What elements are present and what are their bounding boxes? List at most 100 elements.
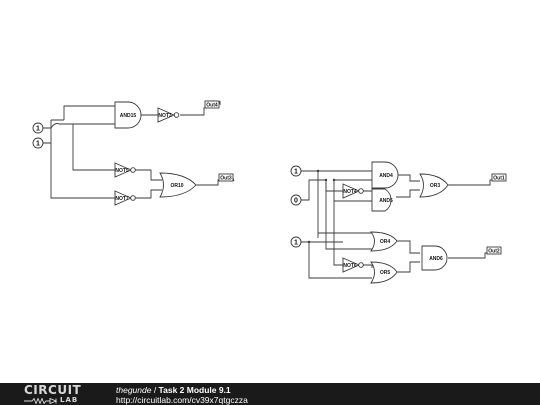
input-value: 0 [294,198,298,205]
not-gate-icon [114,162,133,178]
gate-label: NOT4 [343,189,357,195]
gate-label: NOT6 [343,263,357,269]
not-gate-icon [342,183,361,199]
and-gate-icon [421,245,448,271]
wire [196,179,221,186]
wire [448,252,488,259]
gate-label: OR10 [170,183,183,189]
not-gate-icon [342,257,361,273]
wire [448,179,493,186]
wire [325,180,372,250]
input-source-2[interactable]: 1 [32,137,44,149]
circuit-title[interactable]: Task 2 Module 9.1 [158,385,231,395]
output-probe-out4[interactable]: Out4 [204,100,221,109]
footer-bar: CIRCUIT LAB thegunde / Task 2 Module 9.1… [0,383,540,405]
output-probe-out3[interactable]: Out3 [218,173,235,182]
or-gate-or3[interactable]: OR3 [419,173,449,198]
inverter-bubble-icon [358,188,364,194]
resistor-icon [24,398,58,404]
not-gate-not6[interactable]: NOT6 [342,257,364,273]
or-gate-icon [370,231,398,252]
or-gate-icon [419,173,449,198]
gate-label: OR4 [380,239,391,245]
wire [301,241,372,279]
output-probe-out1[interactable]: Out1 [491,173,507,182]
input-value: 1 [294,240,298,247]
not-gate-not3[interactable]: NOT3 [157,107,180,123]
inverter-bubble-icon [358,262,364,268]
gate-label: AND5 [379,198,393,204]
probe-box [486,246,502,255]
gate-label: NOT5 [115,168,129,174]
right-circuit: 1 0 1 AND4 NOT4 AND5 OR3 [290,161,507,284]
input-source-4[interactable]: 0 [290,194,302,206]
not-gate-not7[interactable]: NOT7 [114,190,136,206]
probe-label: Out4 [206,103,218,109]
or-gate-icon [370,261,398,284]
or-gate-or4[interactable]: OR4 [370,231,398,252]
wire [43,142,115,199]
output-probe-out2[interactable]: Out2 [486,246,502,255]
junction-dot [324,178,328,182]
input-circle [290,194,302,206]
input-circle [32,137,44,149]
and-gate-and4[interactable]: AND4 [371,161,399,189]
gate-label: NOT7 [115,196,129,202]
and-gate-icon [371,161,399,189]
wire [43,105,115,129]
circuit-url[interactable]: http://circuitlab.com/cv39x7qtgczza [116,395,248,405]
or-gate-icon [159,172,197,198]
probe-label: Out3 [220,176,232,182]
schematic-svg: 1 1 AND15 NOT3 Out4 NOT5 [32,100,507,284]
wire-hop [50,123,60,129]
probe-box [204,100,220,109]
circuitlab-logo[interactable]: CIRCUIT LAB [24,384,102,405]
and-gate-icon [371,188,392,212]
logo-bottom-text: LAB [60,396,79,404]
input-value: 1 [36,126,40,133]
gate-label: OR5 [380,270,391,276]
wire [135,169,162,181]
not-gate-icon [114,190,133,206]
wire [362,264,373,268]
gate-label: NOT3 [158,113,172,119]
separator: / [151,385,159,395]
wire [397,240,420,273]
gate-label: AND6 [429,256,443,262]
wire [333,179,372,266]
inverter-bubble-icon [173,112,180,118]
input-source-5[interactable]: 1 [290,236,302,248]
author-link[interactable]: thegunde [116,385,152,395]
or-gate-or10[interactable]: OR10 [159,172,197,198]
wire [180,107,207,116]
schematic-canvas[interactable]: 1 1 AND15 NOT3 Out4 NOT5 [0,0,540,380]
probe-icon [232,177,235,182]
wire [317,171,372,238]
probe-box [491,173,507,182]
left-circuit: 1 1 AND15 NOT3 Out4 NOT5 [32,100,235,206]
not-gate-not5[interactable]: NOT5 [114,162,136,178]
or-gate-or5[interactable]: OR5 [370,261,398,284]
and-gate-and15[interactable]: AND15 [114,101,142,129]
and-gate-and6[interactable]: AND6 [421,245,448,271]
wire [301,179,343,201]
logo-top-text: CIRCUIT [24,383,82,397]
input-source-1[interactable]: 1 [32,122,44,134]
wire [59,123,115,171]
probe-label: Out1 [493,176,505,182]
not-gate-icon [157,107,176,123]
not-gate-not4[interactable]: NOT4 [342,183,364,199]
gate-label: AND15 [120,113,137,119]
input-circle [32,122,44,134]
inverter-bubble-icon [130,167,136,173]
probe-label: Out2 [488,249,500,255]
junction-dot [307,240,311,244]
input-circle [290,236,302,248]
input-value: 1 [36,141,40,148]
input-source-3[interactable]: 1 [290,165,302,177]
junction-dot [332,178,336,182]
circuit-meta: thegunde / Task 2 Module 9.1 http://circ… [116,385,248,405]
and-gate-icon [114,101,142,129]
probe-box [218,173,234,182]
and-gate-and5[interactable]: AND5 [371,188,393,212]
